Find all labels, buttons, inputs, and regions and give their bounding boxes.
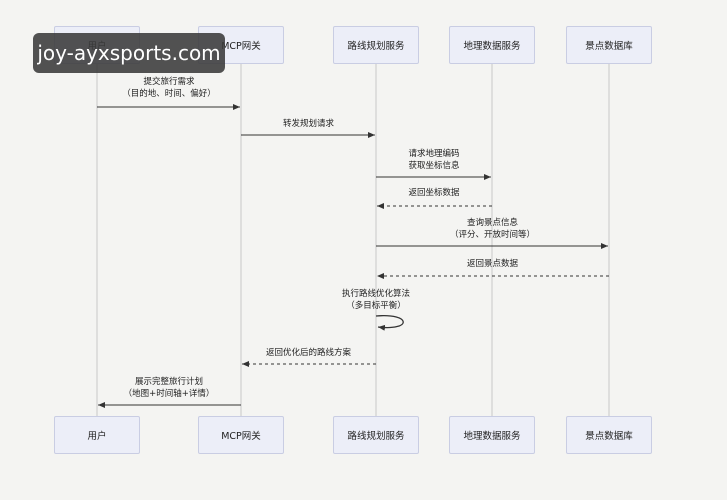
message-label-line: 返回景点数据: [466, 259, 519, 269]
message-label-2: 请求地理编码获取坐标信息: [408, 148, 459, 172]
message-label-line: 执行路线优化算法: [341, 289, 411, 299]
message-label-5: 返回景点数据: [467, 258, 518, 270]
message-label-line: （评分、开放时间等）: [449, 230, 536, 240]
message-label-4: 查询景点信息 （评分、开放时间等）: [450, 217, 535, 241]
message-label-line: （目的地、时间、偏好）: [122, 89, 216, 99]
message-label-line: 查询景点信息: [466, 218, 519, 228]
message-label-3: 返回坐标数据: [408, 187, 459, 199]
participant-poi-top: 景点数据库: [566, 26, 652, 64]
message-label-line: （地图+时间轴+详情）: [123, 389, 215, 399]
message-label-line: （多目标平衡）: [346, 301, 406, 311]
participant-poi-bottom: 景点数据库: [566, 416, 652, 454]
message-label-8: 展示完整旅行计划 （地图+时间轴+详情）: [124, 376, 215, 400]
message-label-7: 返回优化后的路线方案: [266, 347, 351, 359]
message-label-0: 提交旅行需求 （目的地、时间、偏好）: [122, 76, 216, 100]
message-label-line: 获取坐标信息: [408, 161, 460, 171]
participant-user-bottom: 用户: [54, 416, 140, 454]
watermark-badge: joy-ayxsports.com: [33, 33, 225, 73]
participant-gateway-bottom: MCP网关: [198, 416, 284, 454]
self-message-arrow: [375, 315, 404, 331]
message-label-line: 展示完整旅行计划: [134, 377, 203, 387]
participant-geo-top: 地理数据服务: [449, 26, 535, 64]
message-label-line: 返回优化后的路线方案: [265, 348, 352, 358]
message-label-line: 转发规划请求: [282, 119, 335, 129]
message-label-line: 请求地理编码: [408, 149, 460, 159]
message-label-1: 转发规划请求: [283, 118, 334, 130]
participant-route-top: 路线规划服务: [333, 26, 419, 64]
message-label-line: 返回坐标数据: [408, 188, 460, 198]
participant-geo-bottom: 地理数据服务: [449, 416, 535, 454]
message-label-6: 执行路线优化算法 （多目标平衡）: [342, 288, 410, 312]
participant-route-bottom: 路线规划服务: [333, 416, 419, 454]
message-label-line: 提交旅行需求: [143, 77, 195, 87]
